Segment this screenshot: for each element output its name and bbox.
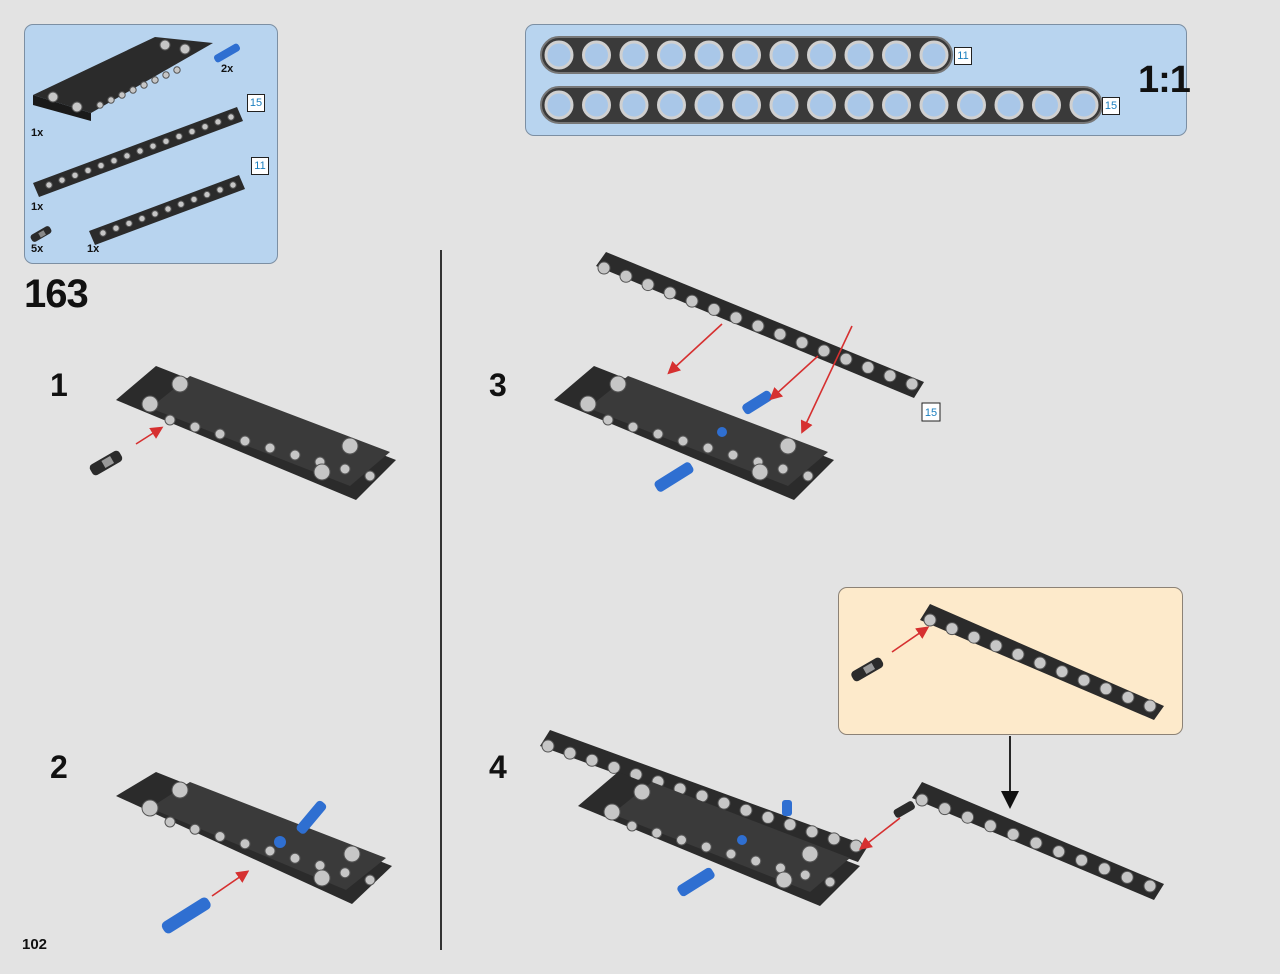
substep-2-blue-pin-top-icon	[296, 800, 327, 834]
substep-1-frame-icon	[116, 366, 396, 500]
callout-black-pin-icon	[851, 657, 884, 682]
scale-length-tag-15: 15	[1102, 97, 1120, 115]
parts-list-illustration	[30, 37, 245, 245]
callout-arrow	[891, 626, 930, 653]
scale-reference-box: 11 15 1:1	[525, 24, 1191, 136]
parts-list-box: 2x 1x 15 11 1x 5x 1x	[24, 24, 278, 264]
substep-3-arrow-b	[769, 355, 819, 401]
scale-label: 1:1	[1138, 59, 1191, 101]
scale-beams	[540, 36, 1103, 124]
black-pin-icon	[30, 226, 52, 242]
substep-3-arrow-a	[667, 323, 723, 375]
scale-beam-15	[540, 86, 1103, 124]
substep-2-blue-pin-icon	[161, 897, 211, 934]
qty-beam-11: 1x	[87, 243, 100, 255]
qty-beam-15: 1x	[31, 201, 44, 213]
substep-3-beam-15-icon	[596, 252, 924, 398]
substep-1-black-pin-icon	[89, 450, 123, 476]
callout-beam-icon	[920, 604, 1164, 720]
substep-3-frame-icon	[554, 366, 834, 500]
substep-4-black-pin-icon	[893, 801, 915, 818]
substep-1-arrow	[135, 426, 164, 445]
scale-length-tag-11: 11	[954, 47, 972, 65]
substep-4-blue-pin-icon	[677, 800, 792, 897]
step-number: 163	[24, 272, 89, 316]
substep-3-length-tag: 15	[921, 402, 941, 422]
substep-2-arrow	[211, 870, 250, 897]
length-tag-11: 11	[251, 157, 269, 175]
substep-4-right-beam-icon	[912, 782, 1164, 900]
substep-3-blue-pin-icon	[654, 390, 773, 492]
qty-black-pin: 5x	[31, 243, 44, 255]
substep-4-long-beam-icon	[540, 730, 868, 862]
substep-label-1: 1	[50, 367, 68, 403]
substep-3-length-tag-text: 15	[925, 407, 937, 419]
beam-15-icon	[33, 107, 243, 197]
substep-label-2: 2	[50, 749, 68, 785]
substep-3-arrow-c	[800, 325, 853, 434]
substep-label-3: 3	[489, 367, 507, 403]
qty-blue-pin: 2x	[221, 63, 234, 75]
beam-11-icon	[89, 175, 245, 245]
scale-beam-11	[540, 36, 953, 74]
qty-frame: 1x	[31, 127, 44, 139]
page-number: 102	[22, 936, 48, 953]
callout-box	[838, 587, 1183, 735]
frame-part-icon	[33, 37, 213, 121]
length-tag-15: 15	[247, 94, 265, 112]
substep-4-arrow	[858, 817, 901, 850]
blue-pin-icon	[213, 43, 241, 63]
substep-2-blue-pin-inserted-icon	[274, 836, 286, 848]
substep-4-frame-icon	[578, 772, 860, 906]
substep-2-frame-icon	[116, 772, 392, 904]
substep-label-4: 4	[489, 749, 507, 785]
column-divider	[440, 250, 442, 950]
